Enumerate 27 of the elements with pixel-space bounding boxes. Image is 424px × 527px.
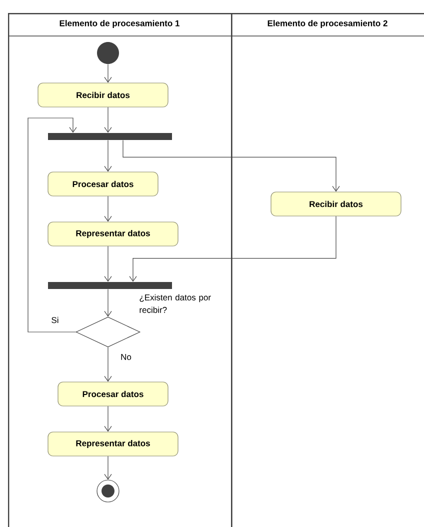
- arrow: [104, 456, 112, 480]
- arrow: [122, 140, 340, 192]
- action-box: Procesar datos: [48, 172, 158, 196]
- action-box: Representar datos: [48, 432, 178, 456]
- arrow: [104, 246, 112, 282]
- edge-label: No: [121, 354, 132, 360]
- lane-header: Elemento de procesamiento 2: [268, 20, 388, 28]
- arrow: [104, 140, 112, 172]
- sync-bar: [48, 133, 172, 140]
- sync-bar: [48, 282, 172, 289]
- arrow: [104, 406, 112, 432]
- action-box: Procesar datos: [58, 382, 168, 406]
- arrow: [104, 107, 112, 133]
- guard-text: ¿Existen datos por recibir?: [140, 294, 211, 313]
- arrow: [104, 64, 112, 83]
- final-node: [96, 480, 120, 502]
- arrow: [28, 118, 77, 332]
- edge-label: Si: [52, 316, 58, 324]
- action-box: Recibir datos: [270, 192, 402, 216]
- action-box: Representar datos: [48, 222, 178, 246]
- arrow: [104, 196, 112, 222]
- initial-node: [97, 42, 119, 64]
- arrow: [129, 216, 336, 282]
- lane-header: Elemento de procesamiento 1: [60, 20, 180, 28]
- action-box: Recibir datos: [38, 82, 168, 108]
- arrow: [104, 347, 112, 382]
- arrow: [104, 288, 112, 317]
